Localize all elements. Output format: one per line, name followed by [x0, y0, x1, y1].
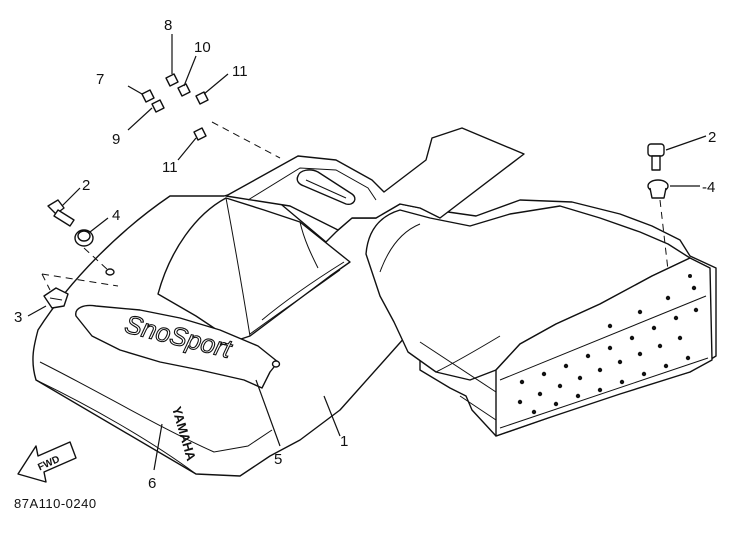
callout-labels: 1 2 2 3 4 -4 5 6 7 8 9 10 11 11 [14, 17, 716, 492]
callout-11: 11 [162, 159, 178, 176]
leader-lines [27, 34, 707, 471]
mount-hole-icon [271, 360, 281, 368]
callout-10: 10 [194, 39, 211, 56]
grommet-icon [647, 179, 669, 199]
callout-11: 11 [232, 63, 248, 80]
callout-3: 3 [14, 309, 22, 326]
clip-icon [43, 287, 69, 309]
bolt-icon [47, 199, 75, 227]
small-plate-icons [141, 73, 209, 141]
fwd-arrow-icon: FWD [17, 441, 77, 483]
callout-2: 2 [708, 129, 716, 146]
callout-4: -4 [702, 179, 715, 196]
callout-6: 6 [148, 475, 156, 492]
callout-1: 1 [340, 433, 348, 450]
snosport-decal: SnoSport [75, 304, 279, 389]
grommet-icon [74, 229, 94, 247]
callout-5: 5 [274, 451, 282, 468]
callout-9: 9 [112, 131, 120, 148]
bolt-icon [647, 143, 665, 171]
drawing-code: 87A110-0240 [14, 496, 97, 511]
footrest-holes [517, 274, 699, 415]
callout-4: 4 [112, 207, 120, 224]
callout-2: 2 [82, 177, 90, 194]
callout-8: 8 [164, 17, 172, 34]
mount-hole-icon [105, 268, 115, 276]
callout-7: 7 [96, 71, 104, 88]
hood-body [32, 127, 717, 477]
